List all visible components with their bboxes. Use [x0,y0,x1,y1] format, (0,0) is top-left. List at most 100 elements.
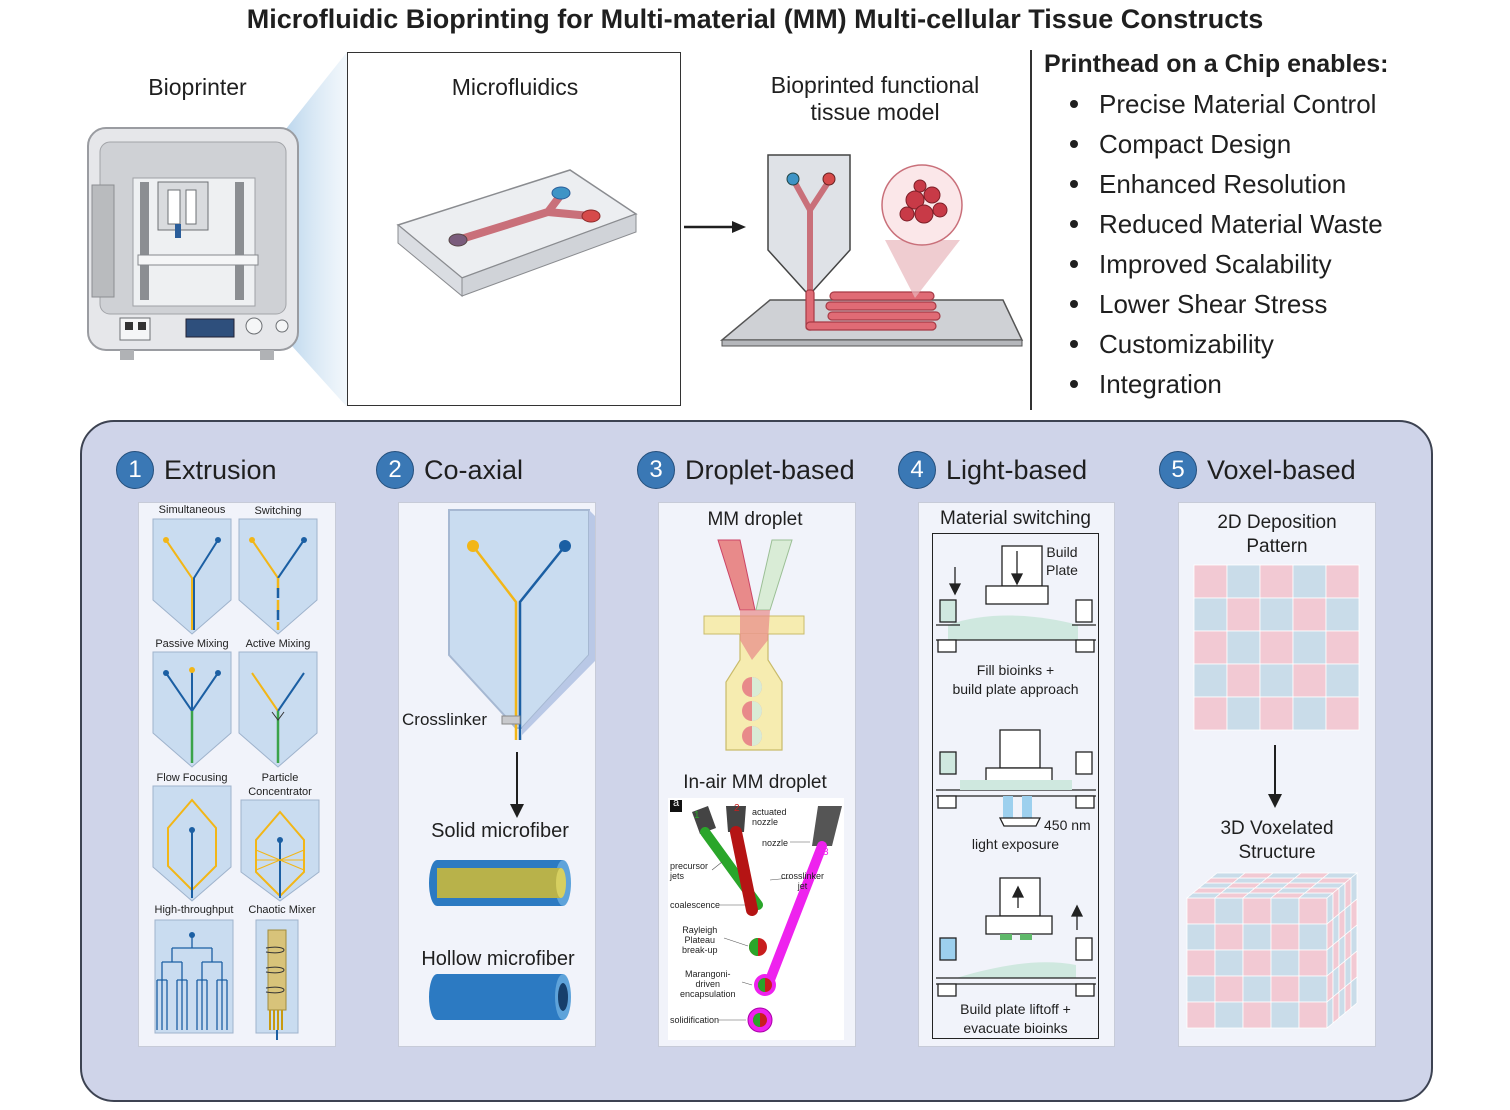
tissue-model-illustration [719,154,1024,347]
method-number: 4 [898,451,936,489]
voxel-cell [1259,564,1294,599]
voxel-cell [1193,630,1228,665]
voxel-cell [1226,630,1261,665]
voxel-face [1332,991,1340,1024]
panel-letter: a [672,797,680,809]
voxel-face [1338,986,1346,1019]
method-name: Co-axial [424,454,524,485]
voxel-face [1270,1001,1300,1029]
voxel-cell [1193,564,1228,599]
voxel-face [1242,949,1272,977]
voxel-face [1270,897,1300,925]
benefit-item: Customizability [1070,327,1383,367]
method-number: 2 [376,451,414,489]
voxel-face [1214,1001,1244,1029]
label-coalescence: coalescence [670,900,721,910]
method-header-droplet: 3 Droplet-based [637,450,855,490]
voxel-face [1186,897,1216,925]
label-concentrator: Concentrator [248,786,312,798]
voxel-cell [1259,630,1294,665]
voxel-cell [1292,696,1327,731]
crosslinker-label: Crosslinker [402,710,488,729]
divider [1030,50,1032,410]
voxel-cell [1259,696,1294,731]
voxel-face [1242,923,1272,951]
voxel-face [1298,949,1328,977]
voxel-cell [1325,597,1360,632]
voxel-face [1214,975,1244,1003]
benefit-item: Improved Scalability [1070,247,1383,287]
voxel-cell [1193,597,1228,632]
nozzle-number-2: 2 [734,803,740,814]
voxel-cell [1193,696,1228,731]
voxel-face [1214,949,1244,977]
label-switching: Switching [254,505,302,517]
benefit-item: Reduced Material Waste [1070,207,1383,247]
label-solidification: solidification [670,1015,720,1025]
voxel-cell [1193,663,1228,698]
voxel-cell [1325,564,1360,599]
label-simultaneous: Simultaneous [158,504,226,516]
mm-droplet-label: MM droplet [707,509,803,530]
label-chaotic-mixer: Chaotic Mixer [248,904,316,916]
method-number: 1 [116,451,154,489]
method-header-coaxial: 2 Co-axial [376,450,523,490]
voxel-cell [1325,696,1360,731]
benefit-item: Compact Design [1070,127,1383,167]
voxel-cell [1325,630,1360,665]
step-1-caption: Fill bioinks +build plate approach [952,662,1079,697]
microfluidics-box [347,52,681,406]
chip-heading: Printhead on a Chip enables: [1044,50,1389,78]
voxel-face [1242,897,1272,925]
voxel-face [1298,975,1328,1003]
tissue-model-label: Bioprinted functional tissue model [770,72,980,125]
voxel-cell [1226,564,1261,599]
nozzle-number-1: 1 [694,810,700,821]
voxel-cell [1292,630,1327,665]
voxel-face [1326,996,1334,1029]
method-name: Droplet-based [685,454,855,485]
method-name: Light-based [946,454,1088,485]
voxel-face [1270,923,1300,951]
voxel-face [1270,949,1300,977]
nozzle-number-3: 3 [823,847,829,858]
voxel-face [1186,975,1216,1003]
voxel-cell [1292,663,1327,698]
wavelength-label: 450 nm [1044,817,1091,833]
method-header-extrusion: 1 Extrusion [116,450,277,490]
voxel-face [1350,976,1358,1009]
voxel-cell [1292,564,1327,599]
voxel-face [1242,975,1272,1003]
microfluidic-chip-illustration [396,169,746,298]
label-active-mixing: Active Mixing [245,638,311,650]
benefit-list: Precise Material Control Compact Design … [1070,87,1383,407]
voxel-cube [1185,872,1359,1029]
voxel-cell [1325,663,1360,698]
voxel-face [1186,949,1216,977]
voxel-cell [1292,597,1327,632]
benefit-item: Enhanced Resolution [1070,167,1383,207]
voxel-face [1298,1001,1328,1029]
bioprinter-illustration [87,52,347,407]
benefit-item: Precise Material Control [1070,87,1383,127]
step-3-caption: Build plate liftoff +evacuate bioinks [960,1001,1071,1036]
benefit-item: Lower Shear Stress [1070,287,1383,327]
method-header-light: 4 Light-based [898,450,1087,490]
voxel-cell [1226,597,1261,632]
method-name: Voxel-based [1207,454,1356,485]
hollow-microfiber-label: Hollow microfiber [421,948,575,970]
voxel-face [1298,897,1328,925]
voxel-face [1270,975,1300,1003]
method-number: 5 [1159,451,1197,489]
voxel-face [1214,923,1244,951]
